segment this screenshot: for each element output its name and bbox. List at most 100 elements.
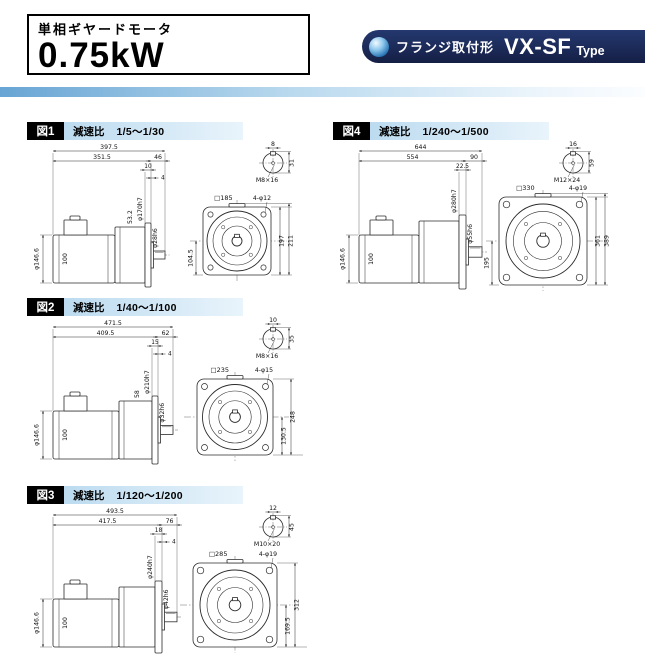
motor-diameter-dim: φ146.6 xyxy=(340,248,347,270)
ratio-label: 減速比 xyxy=(73,301,105,314)
spigot-diameter-label: φ240h7 xyxy=(147,555,154,579)
body-length-dim: 351.5 xyxy=(93,154,111,161)
reduction-ratio-bar: 減速比 1/5～1/30 xyxy=(64,122,243,140)
key-height-dim: 45 xyxy=(289,523,296,531)
shaft-diameter-label: φ42h6 xyxy=(163,589,170,609)
center-height-dim: 169.5 xyxy=(285,617,292,635)
center-height-dim: 130.5 xyxy=(281,427,288,445)
figure-4-header: 図4 減速比 1/240～1/500 xyxy=(333,122,635,140)
flange-length-dim: 46 xyxy=(154,154,162,161)
spigot-diameter-label: φ170h7 xyxy=(137,197,144,221)
figure-number-badge: 図4 xyxy=(333,122,370,140)
figure-2-header: 図2 減速比 1/40～1/100 xyxy=(27,298,329,316)
figure-number-badge: 図3 xyxy=(27,486,64,504)
title-box: 単相ギヤードモータ 0.75kW xyxy=(27,14,310,75)
tap-size-label: M8×16 xyxy=(256,177,278,184)
ratio-value: 1/240～1/500 xyxy=(422,125,489,138)
motor-diameter-dim: φ146.6 xyxy=(34,612,41,634)
key-height-dim: 31 xyxy=(289,159,296,167)
shaft-diameter-label: φ32h6 xyxy=(159,403,166,423)
flange-square-dim: □235 xyxy=(211,366,230,374)
tap-size-label: M12×24 xyxy=(554,177,580,184)
aux-dim: 58 xyxy=(134,390,141,398)
body-length-dim: 417.5 xyxy=(99,518,117,525)
power-rating: 0.75kW xyxy=(38,36,165,75)
spigot-depth-dim: 4 xyxy=(168,352,172,358)
motor-length-dim: 100 xyxy=(62,253,69,265)
tap-size-label: M10×20 xyxy=(254,541,280,548)
model-type-suffix: Type xyxy=(576,43,605,58)
motor-diameter-dim: φ146.6 xyxy=(34,424,41,446)
flange-thickness-dim: 10 xyxy=(144,164,152,170)
bolt-holes-label: 4-φ19 xyxy=(259,551,277,558)
shaft-diameter-label: φ55h6 xyxy=(467,224,474,244)
motor-length-dim: 100 xyxy=(368,253,375,265)
shaft-diameter-label: φ28h6 xyxy=(152,228,159,248)
figure-3-header: 図3 減速比 1/120～1/200 xyxy=(27,486,329,504)
key-width-dim: 16 xyxy=(569,141,577,148)
bolt-holes-label: 4-φ12 xyxy=(253,195,271,202)
center-height-dim: 104.5 xyxy=(188,249,195,267)
overall-length-dim: 471.5 xyxy=(104,320,122,327)
key-width-dim: 10 xyxy=(269,317,277,324)
bolt-holes-label: 4-φ19 xyxy=(569,185,587,192)
ratio-value: 1/5～1/30 xyxy=(116,125,165,138)
key-width-dim: 8 xyxy=(271,141,275,148)
spigot-depth-dim: 4 xyxy=(172,540,176,546)
reduction-ratio-bar: 減速比 1/240～1/500 xyxy=(370,122,549,140)
overall-length-dim: 644 xyxy=(415,144,427,151)
body-length-dim: 554 xyxy=(407,154,419,161)
center-height-dim: 195 xyxy=(484,257,491,269)
flange-square-dim: □285 xyxy=(209,550,228,558)
mount-type-label: フランジ取付形 xyxy=(396,40,495,55)
flange-height-dim: 312 xyxy=(294,599,301,611)
ratio-label: 減速比 xyxy=(73,489,105,502)
spigot-diameter-label: φ210h7 xyxy=(144,370,151,394)
figure-1-header: 図1 減速比 1/5～1/30 xyxy=(27,122,329,140)
tap-size-label: M8×16 xyxy=(256,353,278,360)
reduction-ratio-bar: 減速比 1/40～1/100 xyxy=(64,298,243,316)
key-height-dim: 35 xyxy=(289,335,296,343)
motor-length-dim: 100 xyxy=(62,429,69,441)
flange-square-dim: □330 xyxy=(516,184,535,192)
flange-square-dim: □185 xyxy=(214,194,233,202)
ratio-value: 1/40～1/100 xyxy=(116,301,177,314)
ratio-label: 減速比 xyxy=(73,125,105,138)
ratio-label: 減速比 xyxy=(379,125,411,138)
product-category-title: 単相ギヤードモータ xyxy=(38,22,174,37)
bolt-holes-label: 4-φ15 xyxy=(255,367,273,374)
mount-type-badge: フランジ取付形 VX-SF Type xyxy=(362,30,645,63)
sphere-icon xyxy=(369,36,389,57)
aux-dim: 53.2 xyxy=(127,210,134,224)
overall-height-dim: 389 xyxy=(604,235,611,247)
flange-thickness-dim: 18 xyxy=(155,528,163,534)
flange-length-dim: 76 xyxy=(166,518,174,525)
flange-length-dim: 90 xyxy=(470,154,478,161)
model-series-label: VX-SF xyxy=(504,33,572,59)
flange-thickness-dim: 15 xyxy=(151,340,159,346)
overall-height-dim: 211 xyxy=(288,235,295,247)
figure-number-badge: 図1 xyxy=(27,122,64,140)
ratio-value: 1/120～1/200 xyxy=(116,489,183,502)
reduction-ratio-bar: 減速比 1/120～1/200 xyxy=(64,486,243,504)
flange-height-dim: 197 xyxy=(279,235,286,247)
overall-length-dim: 493.5 xyxy=(106,508,124,515)
divider-band xyxy=(0,87,645,97)
spigot-diameter-label: φ280h7 xyxy=(451,189,458,213)
